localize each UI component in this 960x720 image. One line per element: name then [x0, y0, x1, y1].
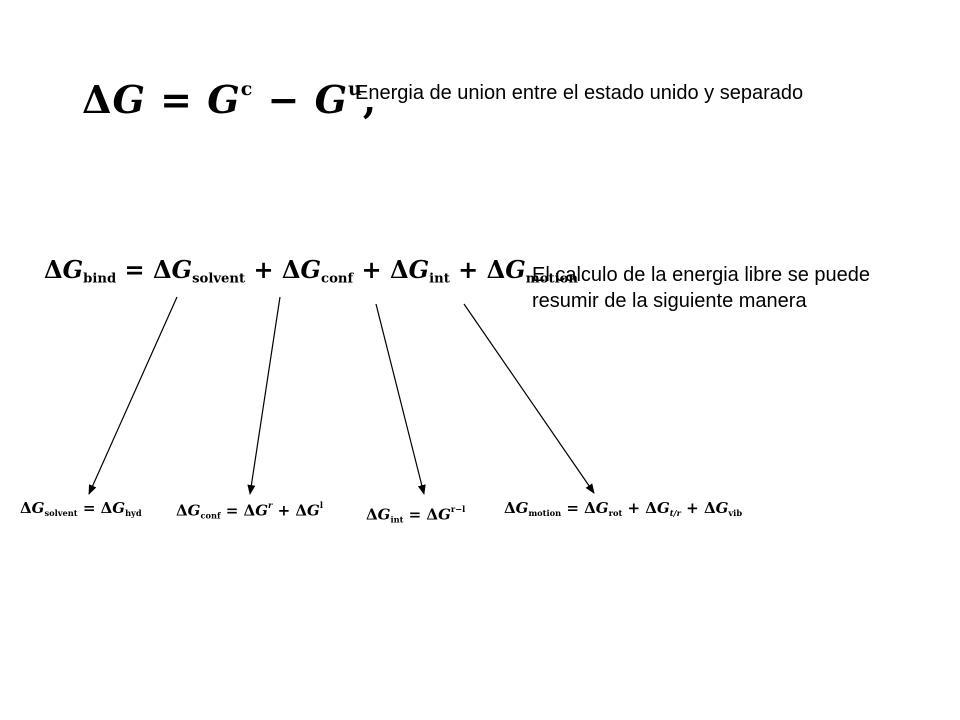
equation-conformational: ΔGconf = ΔGr + ΔGl — [176, 500, 323, 521]
arrow-motion — [463, 303, 595, 494]
equation-binding-energy: ΔG = Gc − Gu, — [82, 77, 378, 123]
arrow-int — [375, 303, 426, 495]
equation-solvent: ΔGsolvent = ΔGhyd — [20, 499, 142, 518]
arrow-solvent — [88, 296, 178, 495]
arrow-conf — [247, 296, 281, 495]
equation-interaction: ΔGint = ΔGr−l — [366, 504, 466, 525]
equation-motion: ΔGmotion = ΔGrot + ΔGt/r + ΔGvib — [504, 499, 743, 518]
note-binding-energy: Energia de union entre el estado unido y… — [355, 82, 804, 104]
note-free-energy-summary: El calculo de la energia libre se puede … — [532, 264, 870, 312]
equation-free-energy-decomposition: ΔGbind = ΔGsolvent + ΔGconf + ΔGint + ΔG… — [44, 255, 578, 287]
